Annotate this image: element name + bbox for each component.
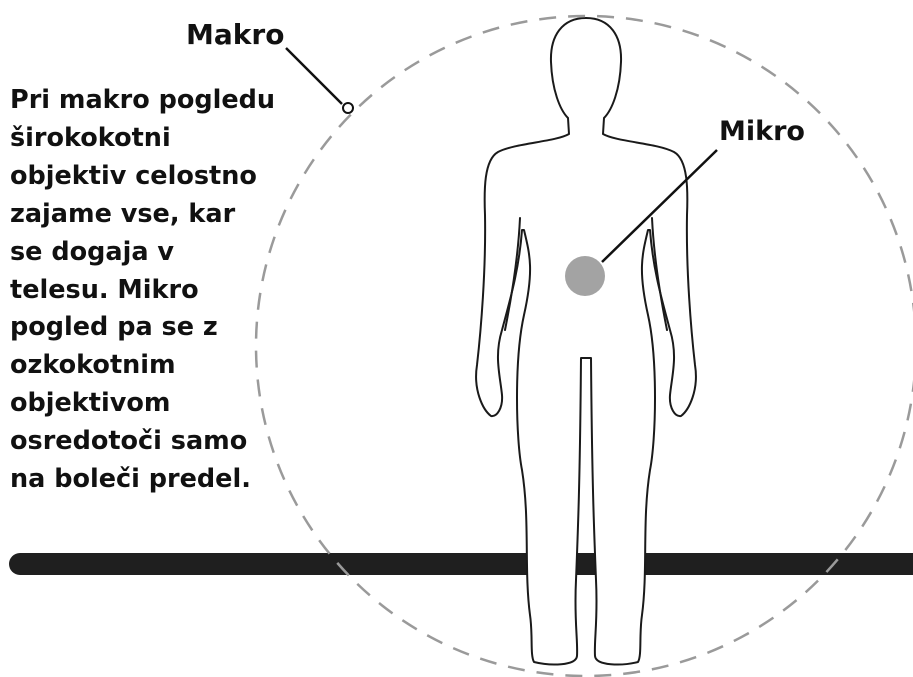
explanation-line: širokokotni xyxy=(10,120,300,158)
explanation-line: pogled pa se z xyxy=(10,309,300,347)
explanation-line: Pri makro pogledu xyxy=(10,82,300,120)
explanation-line: osredotoči samo xyxy=(10,423,300,461)
explanation-line: objektiv celostno xyxy=(10,158,300,196)
explanation-line: na boleči predel. xyxy=(10,461,300,499)
explanation-line: zajame vse, kar xyxy=(10,196,300,234)
macro-marker-icon xyxy=(343,103,353,113)
micro-focus-spot xyxy=(565,256,605,296)
explanation-line: objektivom xyxy=(10,385,300,423)
explanation-text: Pri makro pogledu širokokotni objektiv c… xyxy=(10,82,300,499)
macro-label: Makro xyxy=(186,21,284,49)
explanation-line: telesu. Mikro xyxy=(10,272,300,310)
explanation-line: se dogaja v xyxy=(10,234,300,272)
explanation-line: ozkokotnim xyxy=(10,347,300,385)
micro-label: Mikro xyxy=(719,118,805,145)
